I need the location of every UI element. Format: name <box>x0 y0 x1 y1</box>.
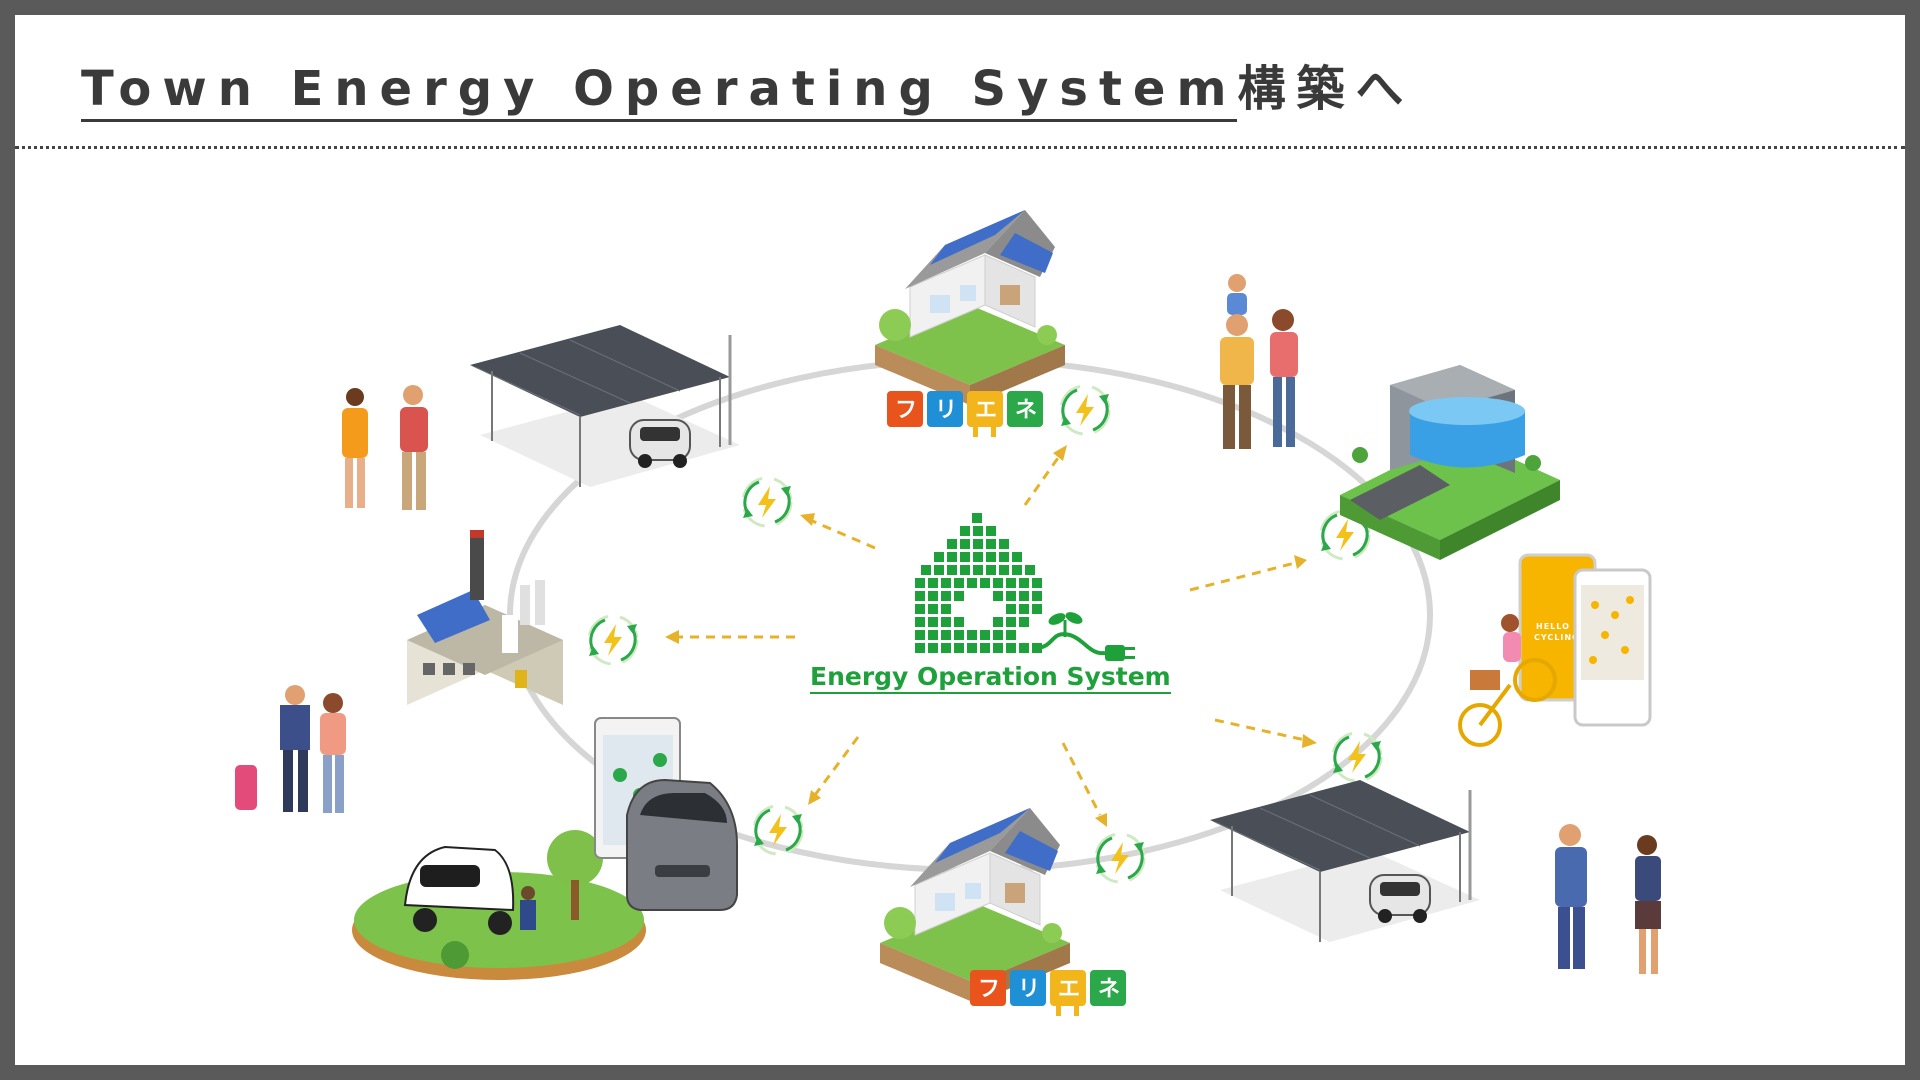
badge-ri: リ <box>1018 977 1040 1002</box>
app-brand-line1: HELLO <box>1536 622 1570 631</box>
furieco-badges-bottom: フ リ エ ネ <box>970 970 1126 1016</box>
app-brand-line2: CYCLING <box>1534 633 1580 642</box>
flow-arrows <box>675 454 1306 816</box>
business-couple <box>1555 824 1661 974</box>
eos-label: Energy Operation System <box>810 662 1171 694</box>
flow-arrow <box>813 736 860 796</box>
lightning-cycle-icon <box>1331 731 1383 783</box>
title-suffix: 構築へ <box>1237 61 1415 117</box>
cyclist <box>1458 614 1557 747</box>
solar-house-top <box>874 209 1066 406</box>
flow-arrow <box>1023 454 1062 506</box>
badge-ri: リ <box>935 398 957 423</box>
office-building <box>1340 365 1560 560</box>
energy-diagram: フ リ エ ネ フ リ エ ネ <box>235 209 1661 1016</box>
lightning-cycle-icon <box>1059 384 1111 436</box>
page-title: Town Energy Operating System構築へ <box>81 49 1415 122</box>
flow-arrow <box>809 518 876 550</box>
badge-e: エ <box>975 398 997 423</box>
family <box>1220 274 1298 449</box>
hello-cycling-app: HELLO CYCLING <box>1518 553 1652 727</box>
badge-fu: フ <box>895 398 917 423</box>
badge-e: エ <box>1058 977 1080 1002</box>
factory <box>407 530 563 705</box>
sprout-icon <box>1048 612 1083 637</box>
house-pixel-icon <box>915 513 1042 653</box>
flow-arrow <box>1189 561 1296 592</box>
solar-carport-right <box>1208 778 1482 944</box>
arrow-heads <box>665 445 1317 827</box>
tourist-couple <box>342 385 428 510</box>
furieco-badges-top: フ リ エ ネ <box>887 391 1043 437</box>
flow-arrow <box>1214 718 1306 742</box>
ev-charging-park <box>352 830 646 980</box>
badge-ne: ネ <box>1098 977 1120 1002</box>
badge-fu: フ <box>978 977 1000 1002</box>
lightning-cycle-icon <box>741 476 793 528</box>
dotted-divider <box>15 146 1905 149</box>
minivan-with-app <box>594 717 738 911</box>
title-main: Town Energy Operating System <box>81 61 1238 122</box>
power-cord <box>1034 632 1106 656</box>
traveler-couple <box>235 685 346 813</box>
slide: Town Energy Operating System構築へ <box>15 15 1905 1065</box>
plug-icon <box>1105 645 1135 661</box>
lightning-cycle-icon <box>587 614 639 666</box>
badge-ne: ネ <box>1015 398 1037 423</box>
flow-arrow <box>1061 742 1102 816</box>
